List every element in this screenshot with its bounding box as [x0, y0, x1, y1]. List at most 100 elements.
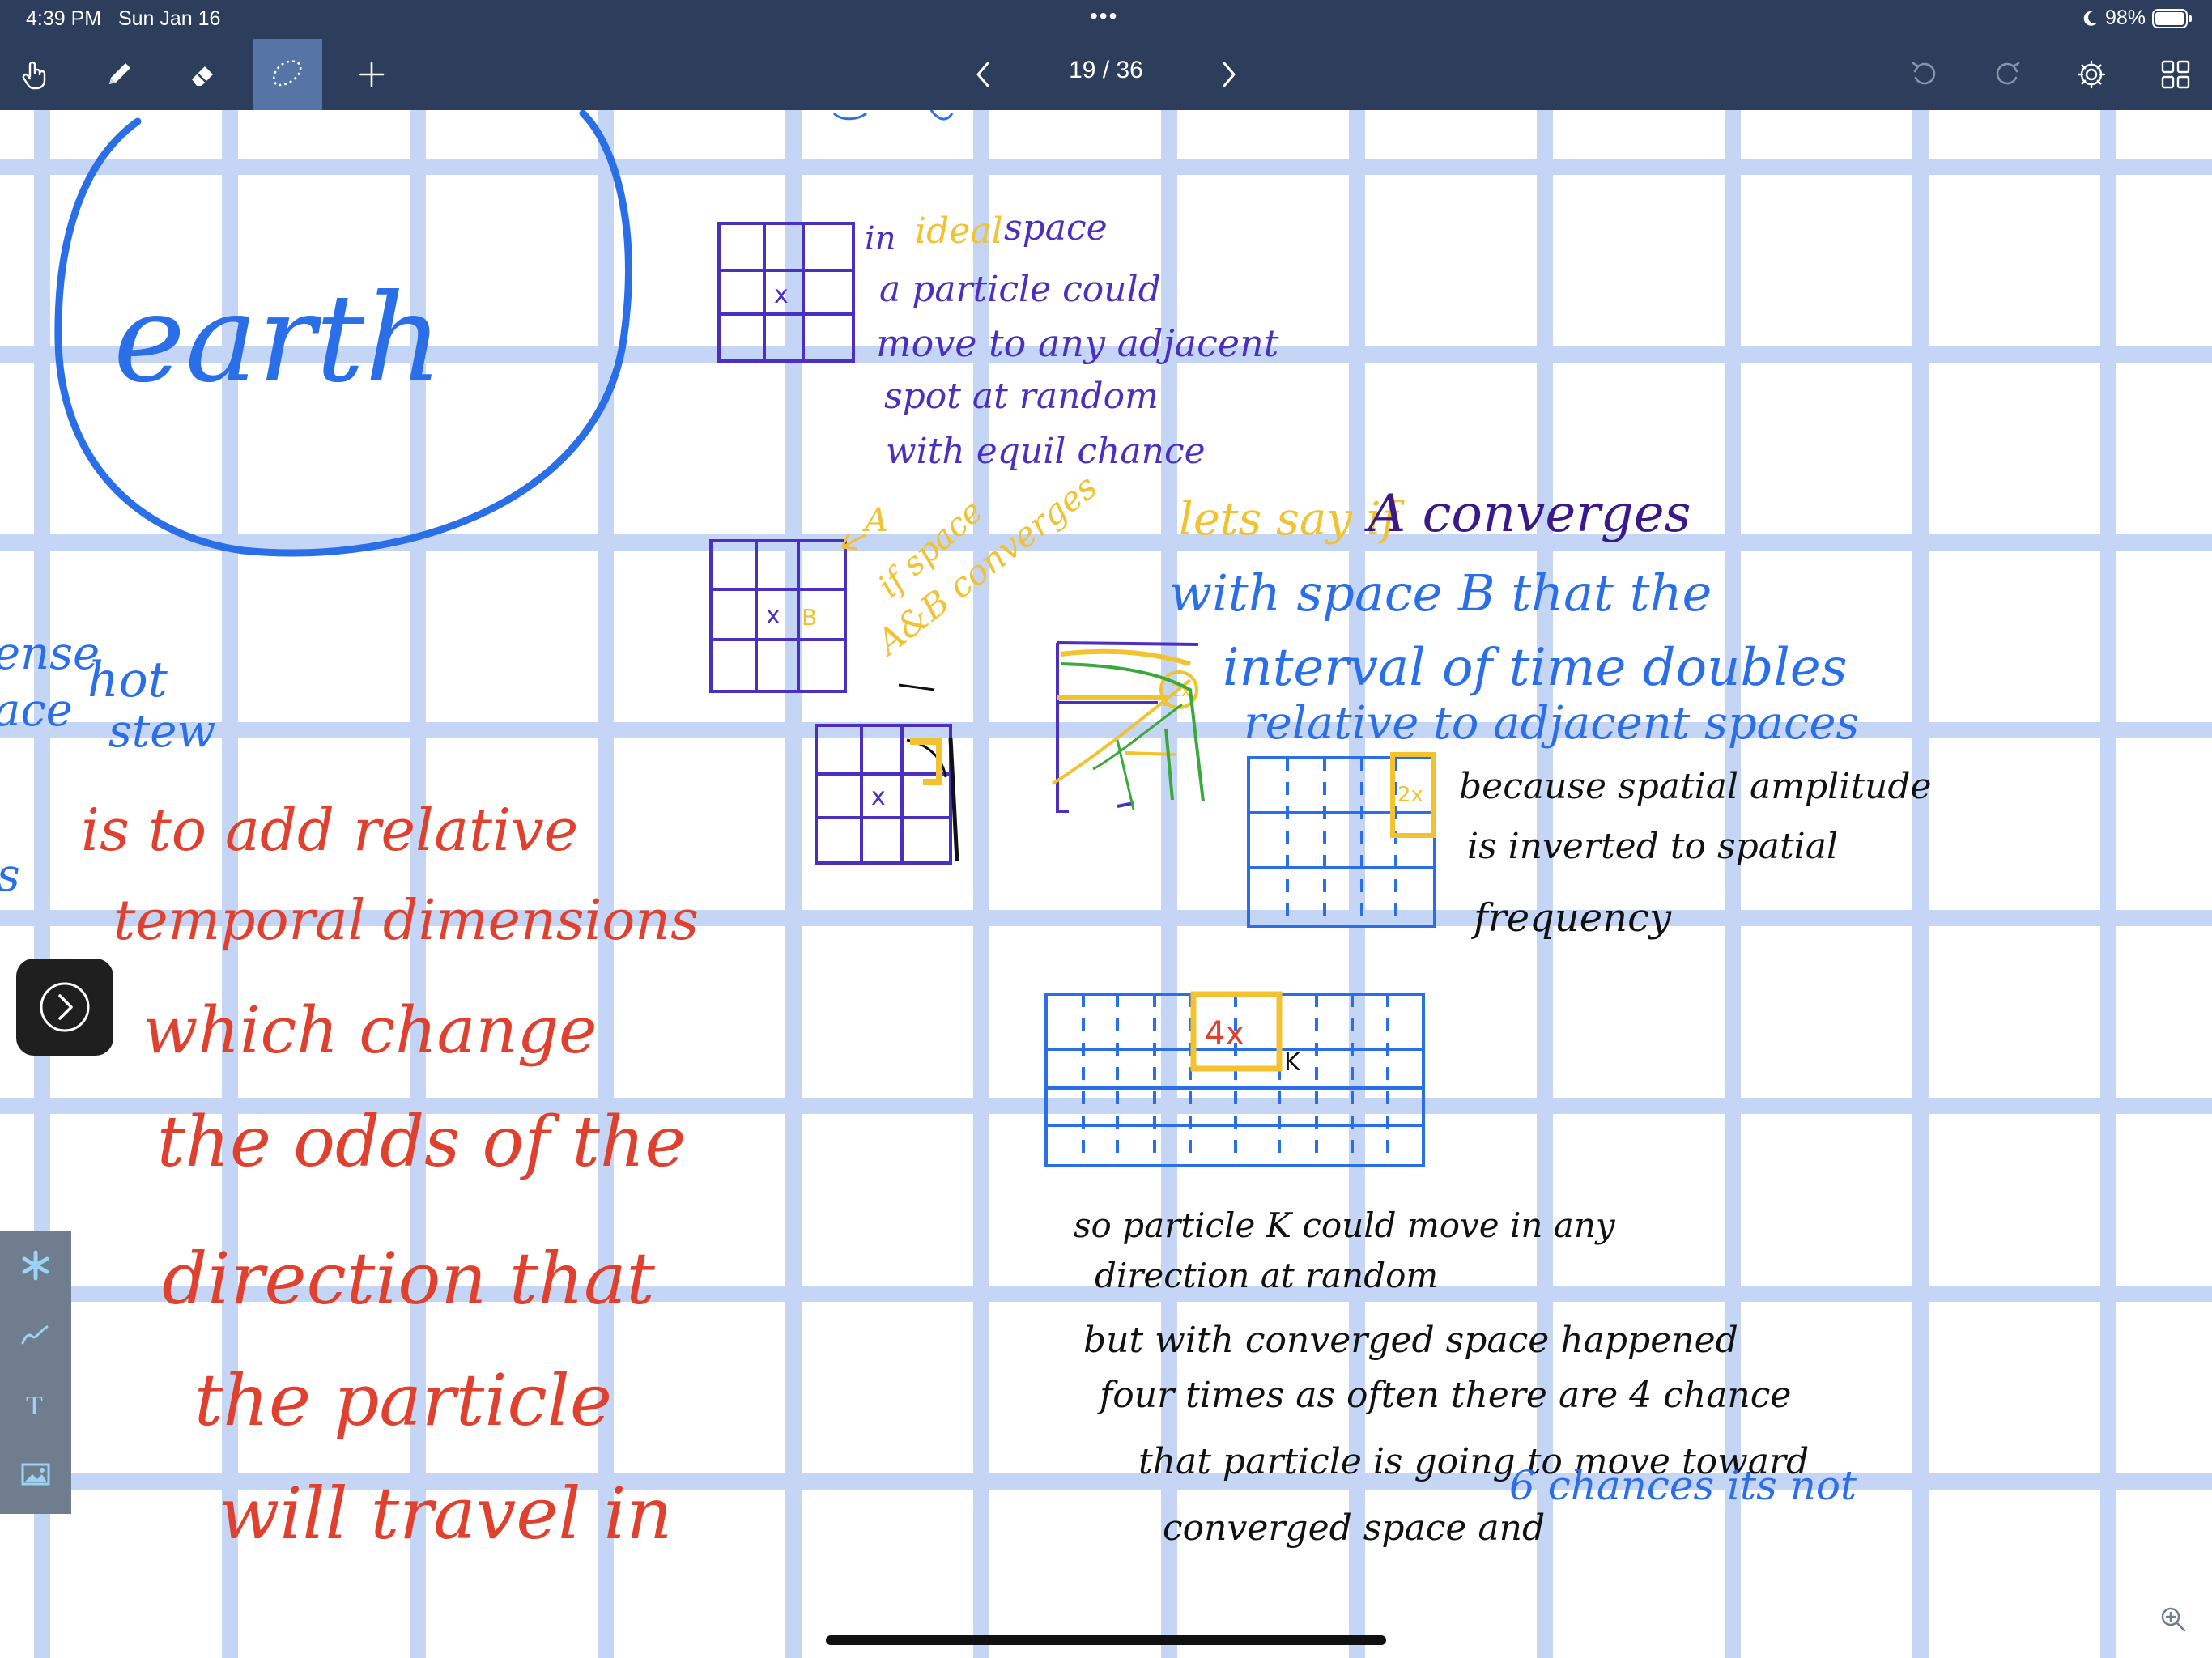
next-page-button[interactable] [1193, 39, 1263, 110]
particle-k-note[interactable]: so particle K could move in any directio… [1074, 1205, 1857, 1549]
svg-text:which change: which change [143, 993, 597, 1068]
svg-text:with space B that the: with space B that the [1169, 563, 1712, 623]
chevron-right-circle-icon [40, 982, 90, 1032]
converged-space-grid[interactable]: 4x K [1044, 991, 1425, 1167]
image-tool-button[interactable] [0, 1439, 71, 1509]
doubled-time-grid[interactable]: 2x [1247, 752, 1436, 928]
svg-text:spot at random: spot at random [884, 376, 1159, 417]
image-icon [21, 1463, 50, 1486]
svg-text:T: T [26, 1391, 43, 1421]
earth-note[interactable]: earth [54, 110, 632, 557]
page-overview-button[interactable] [2141, 39, 2210, 110]
status-time: 4:39 PM Sun Jan 16 [26, 7, 221, 30]
svg-text:space: space [1004, 207, 1108, 249]
status-bar: 4:39 PM Sun Jan 16 ••• 98% [0, 0, 2212, 39]
lets-say-note[interactable]: lets say if A converges with space B tha… [1169, 484, 1859, 750]
pen-icon [109, 63, 130, 84]
svg-text:ense: ense [0, 627, 100, 680]
svg-text:x: x [766, 602, 781, 630]
svg-text:interval of time doubles: interval of time doubles [1223, 638, 1848, 698]
svg-text:hot: hot [87, 652, 168, 708]
svg-text:with equil chance: with equil chance [886, 431, 1206, 472]
svg-text:frequency: frequency [1471, 895, 1672, 941]
ideal-space-note[interactable]: in ideal space a particle could move to … [865, 207, 1279, 472]
svg-text:the odds of the: the odds of the [157, 1102, 686, 1183]
hand-icon [22, 61, 46, 90]
because-note[interactable]: because spatial amplitude is inverted to… [1459, 766, 1932, 941]
expand-page-button[interactable] [16, 959, 113, 1056]
svg-text:so particle K could move in an: so particle K could move in any [1074, 1205, 1616, 1245]
svg-text:that particle is going to move: that particle is going to move toward [1138, 1441, 1809, 1482]
svg-text:move to any adjacent: move to any adjacent [876, 321, 1279, 365]
svg-text:is inverted to spatial: is inverted to spatial [1467, 826, 1838, 867]
battery-icon [2152, 8, 2192, 28]
svg-text:relative to adjacent spaces: relative to adjacent spaces [1244, 697, 1859, 750]
warped-space-diagram[interactable]: 2x [1051, 641, 1205, 813]
svg-text:but with converged space happe: but with converged space happened [1083, 1320, 1738, 1361]
redo-icon [1996, 62, 2020, 85]
svg-text:is to add relative: is to add relative [81, 796, 578, 864]
svg-text:direction that: direction that [162, 1237, 656, 1320]
asterisk-icon [22, 1250, 49, 1281]
undo-button[interactable] [1890, 39, 1959, 110]
battery-percent: 98% [2104, 6, 2146, 29]
toolbar: 19 / 36 [0, 39, 2212, 110]
a-label: A [861, 502, 888, 539]
earth-circle [54, 110, 632, 557]
svg-text:s: s [0, 849, 20, 902]
battery-status: 98% [2082, 6, 2193, 30]
svg-text:will travel in: will travel in [219, 1472, 672, 1555]
text-tool-button[interactable]: T [0, 1370, 71, 1439]
note-canvas[interactable]: earth x in ideal space a particle could … [0, 110, 2212, 1658]
gear-icon [2077, 60, 2106, 89]
eraser-icon [192, 66, 213, 86]
svg-text:converged space and: converged space and [1163, 1507, 1545, 1549]
svg-text:ideal: ideal [915, 210, 1003, 252]
folded-grid[interactable]: x [815, 724, 959, 865]
note-page[interactable]: earth x in ideal space a particle could … [0, 110, 2212, 1658]
home-indicator[interactable] [826, 1635, 1386, 1645]
lasso-icon [273, 60, 302, 87]
svg-text:temporal dimensions: temporal dimensions [113, 889, 699, 953]
left-fragment-note[interactable]: ense hot ace stew s [0, 627, 215, 902]
svg-text:6 chances its not: 6 chances its not [1509, 1462, 1857, 1509]
page-indicator[interactable]: 19 / 36 [1069, 57, 1143, 83]
svg-text:ace: ace [0, 684, 73, 737]
eraser-tool-button[interactable] [168, 39, 238, 110]
previous-page-button[interactable] [949, 39, 1019, 110]
svg-text:four times as often there are: four times as often there are 4 chance [1097, 1375, 1791, 1416]
svg-text:the particle: the particle [194, 1358, 612, 1442]
settings-button[interactable] [2057, 39, 2126, 110]
b-label: B [802, 604, 817, 631]
earth-text: earth [113, 269, 443, 410]
svg-text:A converges: A converges [1364, 484, 1691, 544]
moon-icon [2083, 11, 2097, 26]
temporal-dimension-note[interactable]: is to add relative temporal dimensions w… [81, 796, 699, 1555]
undo-icon [1912, 62, 1936, 85]
svg-text:x: x [871, 783, 886, 811]
svg-text:direction at random: direction at random [1095, 1256, 1438, 1295]
svg-text:lets say if: lets say if [1179, 493, 1406, 546]
grid-background [0, 110, 2212, 1658]
favorites-tool-button[interactable] [0, 1231, 71, 1300]
redo-button[interactable] [1972, 39, 2042, 110]
hand-tool-button[interactable] [0, 39, 70, 110]
shape-tool-button[interactable] [0, 1300, 71, 1370]
pen-stroke-icon [21, 1325, 49, 1345]
lasso-tool-button[interactable] [253, 39, 322, 110]
zoom-icon[interactable] [2159, 1605, 2188, 1634]
grid-view-icon [2161, 60, 2190, 89]
pen-tool-button[interactable] [84, 39, 154, 110]
plus-icon [359, 62, 385, 87]
k-label: K [1284, 1048, 1301, 1077]
add-button[interactable] [337, 39, 406, 110]
multitasking-dots-icon[interactable]: ••• [1090, 3, 1119, 28]
converge-ab-grid[interactable]: x B A [709, 502, 888, 693]
chevron-left-icon [976, 62, 989, 87]
svg-text:in: in [865, 220, 896, 257]
svg-text:a particle could: a particle could [879, 269, 1161, 310]
side-tool-palette: T [0, 1231, 71, 1514]
text-icon: T [26, 1391, 43, 1421]
svg-text:because spatial amplitude: because spatial amplitude [1459, 766, 1932, 807]
ideal-space-grid[interactable]: x [717, 222, 855, 363]
